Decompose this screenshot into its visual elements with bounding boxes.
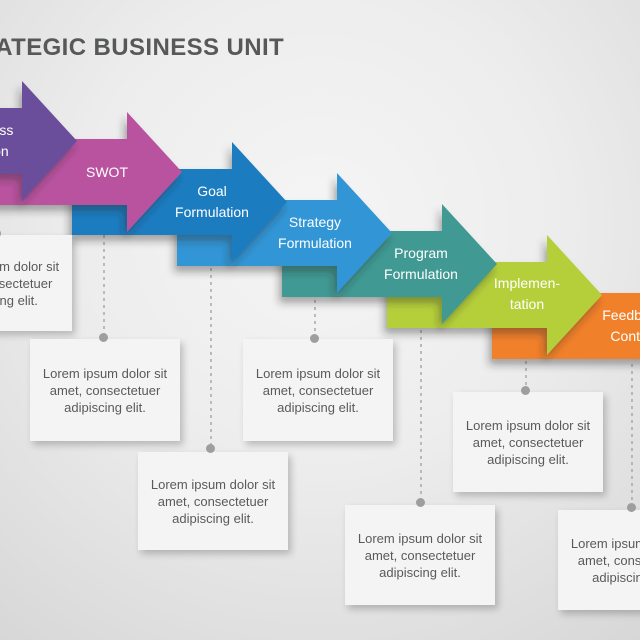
note-line: amet, consectetuer <box>262 382 374 398</box>
note-line: adipiscing elit. <box>592 569 640 585</box>
arrow-label-line: Mission <box>0 143 9 159</box>
arrow-label-line: Business <box>0 122 14 138</box>
arrow-label-business-mission: Business Mission <box>0 120 60 162</box>
note-box-swot: Lorem ipsum dolor sit amet, consectetuer… <box>30 339 180 441</box>
connector-dot-program-formulation <box>416 498 425 507</box>
arrow-label-swot: SWOT <box>32 162 182 183</box>
connector-dot-swot <box>99 333 108 342</box>
arrow-label-line: Formulation <box>278 235 352 251</box>
arrow-label-line: Program <box>394 245 448 261</box>
connector-dot-implementation <box>521 386 530 395</box>
note-line: adipiscing elit. <box>379 564 461 580</box>
arrow-label-line: Implemen- <box>493 275 561 291</box>
arrow-label-implementation: Implemen- tation <box>452 273 602 315</box>
page-title: STRATEGIC BUSINESS UNIT <box>0 34 285 61</box>
arrow-label-strategy-formulation: Strategy Formulation <box>240 212 390 254</box>
note-line: Lorem ipsum dolor sit <box>570 535 640 551</box>
note-line: adipiscing elit. <box>172 510 254 526</box>
arrow-label-line: Control <box>610 328 640 344</box>
connector-dot-strategy-formulation <box>310 334 319 343</box>
note-box-strategy-formulation: Lorem ipsum dolor sit amet, consectetuer… <box>243 339 393 441</box>
arrow-label-goal-formulation: Goal Formulation <box>137 181 287 223</box>
note-line: Lorem ipsum dolor sit <box>42 365 168 381</box>
connector-dot-business-mission <box>0 229 1 238</box>
connector-dot-feedback-control <box>627 503 636 512</box>
note-line: amet, consectetuer <box>157 493 269 509</box>
arrow-label-line: Formulation <box>384 266 458 282</box>
note-line: amet, consectetuer <box>577 552 640 568</box>
connector-dot-goal-formulation <box>206 444 215 453</box>
arrow-label-line: Formulation <box>175 204 249 220</box>
note-line: amet, consectetuer <box>364 547 476 563</box>
arrow-label-line: SWOT <box>86 164 128 180</box>
note-line: Lorem ipsum dolor sit <box>357 530 483 546</box>
arrow-label-program-formulation: Program Formulation <box>346 243 496 285</box>
note-line: adipiscing elit. <box>0 292 38 308</box>
arrow-label-feedback-control: Feedback Control <box>558 305 640 347</box>
arrow-label-line: Strategy <box>288 214 342 230</box>
process-arrows <box>0 81 640 359</box>
process-arrow-business-mission <box>0 81 77 201</box>
note-box-business-mission: Lorem ipsum dolor sit amet, consectetuer… <box>0 235 72 331</box>
note-line: amet, consectetuer <box>0 275 53 291</box>
note-line: amet, consectetuer <box>472 434 584 450</box>
note-box-implementation: Lorem ipsum dolor sit amet, consectetuer… <box>453 392 603 492</box>
note-line: amet, consectetuer <box>49 382 161 398</box>
note-line: Lorem ipsum dolor sit <box>0 258 60 274</box>
note-line: Lorem ipsum dolor sit <box>465 417 591 433</box>
note-line: adipiscing elit. <box>64 399 146 415</box>
note-box-goal-formulation: Lorem ipsum dolor sit amet, consectetuer… <box>138 452 288 550</box>
arrow-label-line: tation <box>509 296 545 312</box>
note-box-feedback-control: Lorem ipsum dolor sit amet, consectetuer… <box>558 510 640 610</box>
note-line: adipiscing elit. <box>277 399 359 415</box>
note-line: Lorem ipsum dolor sit <box>150 476 276 492</box>
arrow-label-line: Goal <box>197 183 227 199</box>
note-line: Lorem ipsum dolor sit <box>255 365 381 381</box>
note-line: adipiscing elit. <box>487 451 569 467</box>
note-box-program-formulation: Lorem ipsum dolor sit amet, consectetuer… <box>345 505 495 605</box>
arrow-label-line: Feedback <box>602 307 640 323</box>
